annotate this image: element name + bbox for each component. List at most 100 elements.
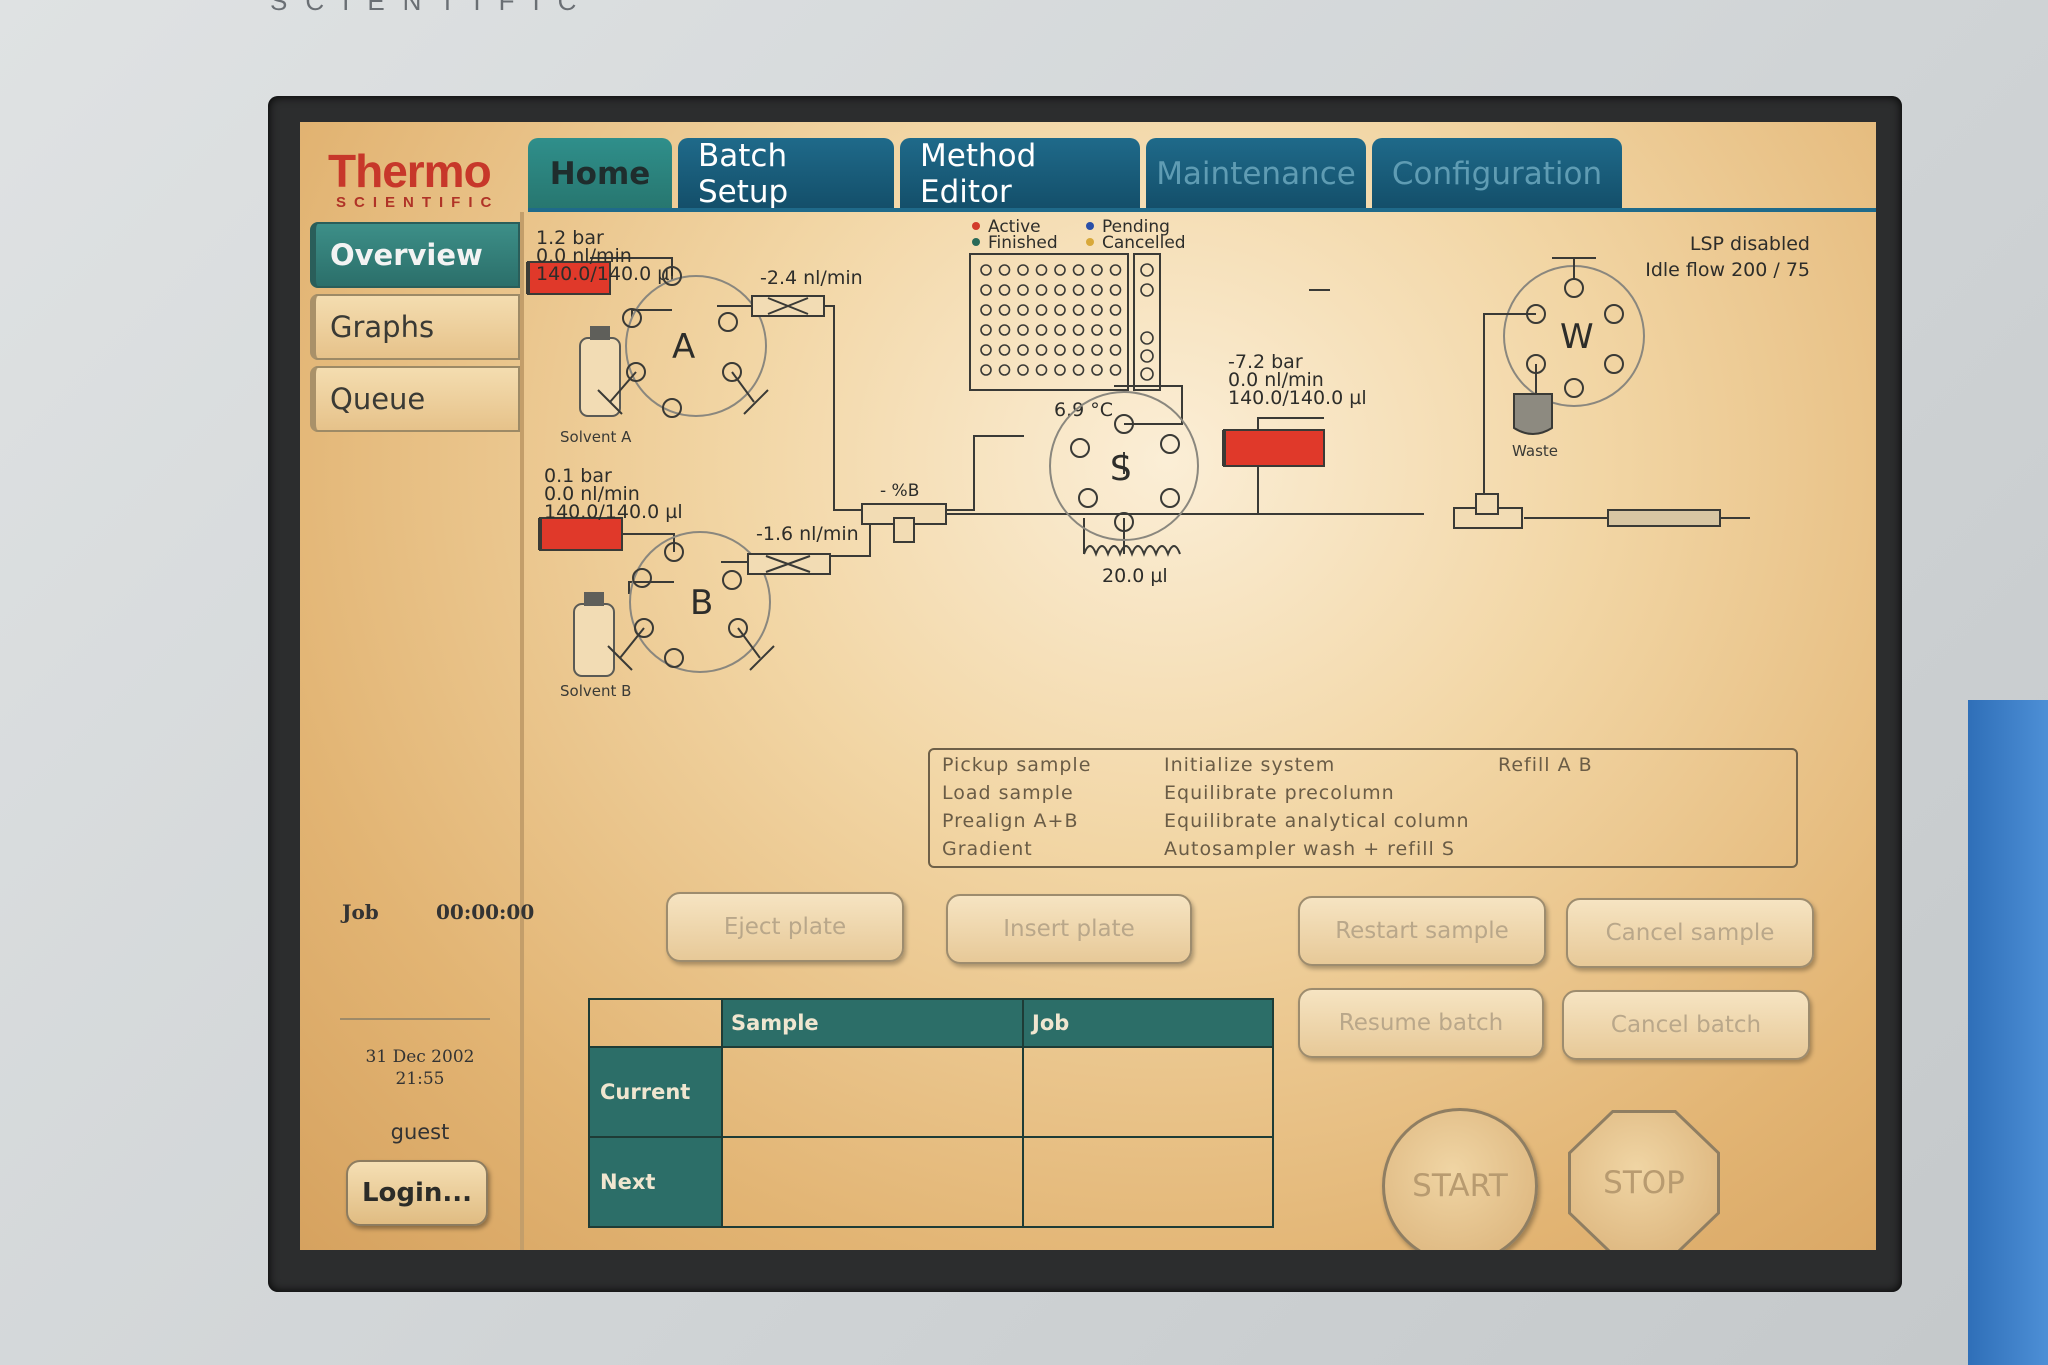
sidebar-divider	[520, 212, 524, 1250]
vial-position	[1140, 367, 1154, 381]
job-timer: 00:00:00	[436, 900, 535, 924]
solvent-b-label: Solvent B	[560, 682, 631, 700]
plate-well	[1035, 344, 1048, 356]
plate-well	[1109, 324, 1122, 336]
legend-pending: Pending	[1102, 218, 1170, 237]
plate-well	[1091, 324, 1103, 336]
tab-method-editor[interactable]: Method Editor	[900, 138, 1140, 210]
plate-well	[1091, 284, 1103, 296]
plate-well	[998, 264, 1011, 276]
plate-well	[998, 364, 1011, 376]
system-datetime: 31 Dec 2002 21:55	[360, 1046, 480, 1090]
plate-well	[1054, 344, 1066, 356]
plate-well	[980, 344, 992, 356]
current-user: guest	[390, 1120, 450, 1144]
pump-s-pressure: -7.2 bar	[1228, 351, 1303, 373]
method-step-panel: Pickup sample Load sample Prealign A+B G…	[928, 748, 1798, 868]
sidebar-item-queue[interactable]: Queue	[310, 366, 520, 432]
tab-bar-rule	[528, 208, 1876, 212]
bezel-brand-text: SCIENTIFIC	[270, 0, 595, 16]
plate-well	[1072, 364, 1085, 376]
valve-w: W	[1483, 257, 1645, 518]
plate-well	[1035, 284, 1048, 296]
stop-button-label: STOP	[1571, 1113, 1717, 1250]
cancel-batch-button[interactable]: Cancel batch	[1562, 990, 1810, 1060]
job-label: Job	[342, 900, 379, 924]
plate-well	[1072, 264, 1085, 276]
table-row: Current	[588, 1046, 1274, 1138]
valve-s: S	[1049, 391, 1199, 541]
plate-well	[980, 364, 992, 376]
step-pickup-sample: Pickup sample	[942, 754, 1092, 776]
tab-home[interactable]: Home	[528, 138, 672, 210]
stop-button[interactable]: STOP	[1568, 1110, 1720, 1250]
plate-well	[1091, 364, 1103, 376]
tab-batch-setup[interactable]: Batch Setup	[678, 138, 894, 210]
valve-b: B	[607, 531, 775, 673]
legend-cancelled: Cancelled	[1102, 233, 1186, 253]
flow-sensor-b: -1.6 nl/min	[747, 523, 859, 575]
login-button[interactable]: Login...	[346, 1160, 488, 1226]
tab-configuration[interactable]: Configuration	[1372, 138, 1622, 210]
sidebar-item-graphs[interactable]: Graphs	[310, 294, 520, 360]
table-row: Next	[588, 1136, 1274, 1228]
pump-a-group: 1.2 bar 0.0 nl/min 140.0/140.0 µl	[526, 227, 675, 295]
plate-well	[1054, 284, 1066, 296]
idle-flow: Idle flow 200 / 75	[1645, 259, 1810, 281]
step-prealign: Prealign A+B	[942, 810, 1079, 832]
plate-well	[1017, 304, 1029, 316]
tab-maintenance[interactable]: Maintenance	[1146, 138, 1366, 210]
step-gradient: Gradient	[942, 838, 1033, 860]
autosampler-temperature: 6.9 °C	[1054, 399, 1113, 421]
sidebar-item-overview[interactable]: Overview	[310, 222, 520, 288]
loop-volume: 20.0 µl	[1102, 565, 1168, 587]
plate-well	[980, 324, 992, 336]
flow-sensor-b-value: -1.6 nl/min	[756, 523, 859, 545]
cancel-sample-button[interactable]: Cancel sample	[1566, 898, 1814, 968]
valve-s-label: S	[1110, 449, 1132, 489]
logo-sub-text: SCIENTIFIC	[336, 194, 500, 211]
solvent-a-label: Solvent A	[560, 428, 632, 446]
insert-plate-button[interactable]: Insert plate	[946, 894, 1192, 964]
plate-well	[1017, 284, 1029, 296]
plate-well	[998, 344, 1011, 356]
plate-well	[980, 284, 992, 296]
plate-well	[1017, 324, 1029, 336]
step-equilibrate-precolumn: Equilibrate precolumn	[1164, 782, 1395, 804]
valve-a-label: A	[672, 327, 695, 367]
vial-position	[1140, 263, 1154, 277]
plate-well	[1035, 324, 1048, 336]
sidebar: Overview Graphs Queue	[310, 222, 520, 438]
start-button[interactable]: START	[1382, 1108, 1538, 1250]
resume-batch-button[interactable]: Resume batch	[1298, 988, 1544, 1058]
pump-b-group: 0.1 bar 0.0 nl/min 140.0/140.0 µl	[538, 465, 683, 551]
instrument-side-panel	[1968, 700, 2048, 1365]
eject-plate-button[interactable]: Eject plate	[666, 892, 904, 962]
column-sample: Sample	[721, 998, 1024, 1048]
vial-position	[1140, 283, 1154, 297]
step-initialize-system: Initialize system	[1164, 754, 1336, 776]
autosampler-plate: 6.9 °C	[969, 253, 1161, 421]
plate-well	[1072, 324, 1085, 336]
plate-well	[1054, 264, 1066, 276]
vial-position	[1140, 349, 1154, 363]
valve-a: A	[597, 266, 769, 418]
plate-well	[980, 264, 992, 276]
restart-sample-button[interactable]: Restart sample	[1298, 896, 1546, 966]
lsp-status: LSP disabled	[1690, 233, 1810, 255]
mixer-label: - %B	[880, 481, 919, 501]
plate-well	[1109, 264, 1122, 276]
plate-well	[1091, 264, 1103, 276]
legend: Active Finished Pending Cancelled	[972, 218, 1186, 253]
step-equilibrate-analytical: Equilibrate analytical column	[1164, 810, 1470, 832]
pump-a-syringe	[527, 261, 611, 295]
main-tabs: Home Batch Setup Method Editor Maintenan…	[528, 138, 1622, 210]
system-date: 31 Dec 2002	[365, 1047, 475, 1067]
plate-well	[1091, 304, 1103, 316]
plate-well	[1035, 264, 1048, 276]
row-current: Current	[588, 1046, 723, 1138]
step-refill: Refill A B	[1498, 754, 1593, 776]
queue-status-table: Sample Job Current Next	[588, 998, 1274, 1228]
flow-schematic: 1.2 bar 0.0 nl/min 140.0/140.0 µl Solven…	[526, 218, 1810, 700]
plate-well	[1017, 264, 1029, 276]
